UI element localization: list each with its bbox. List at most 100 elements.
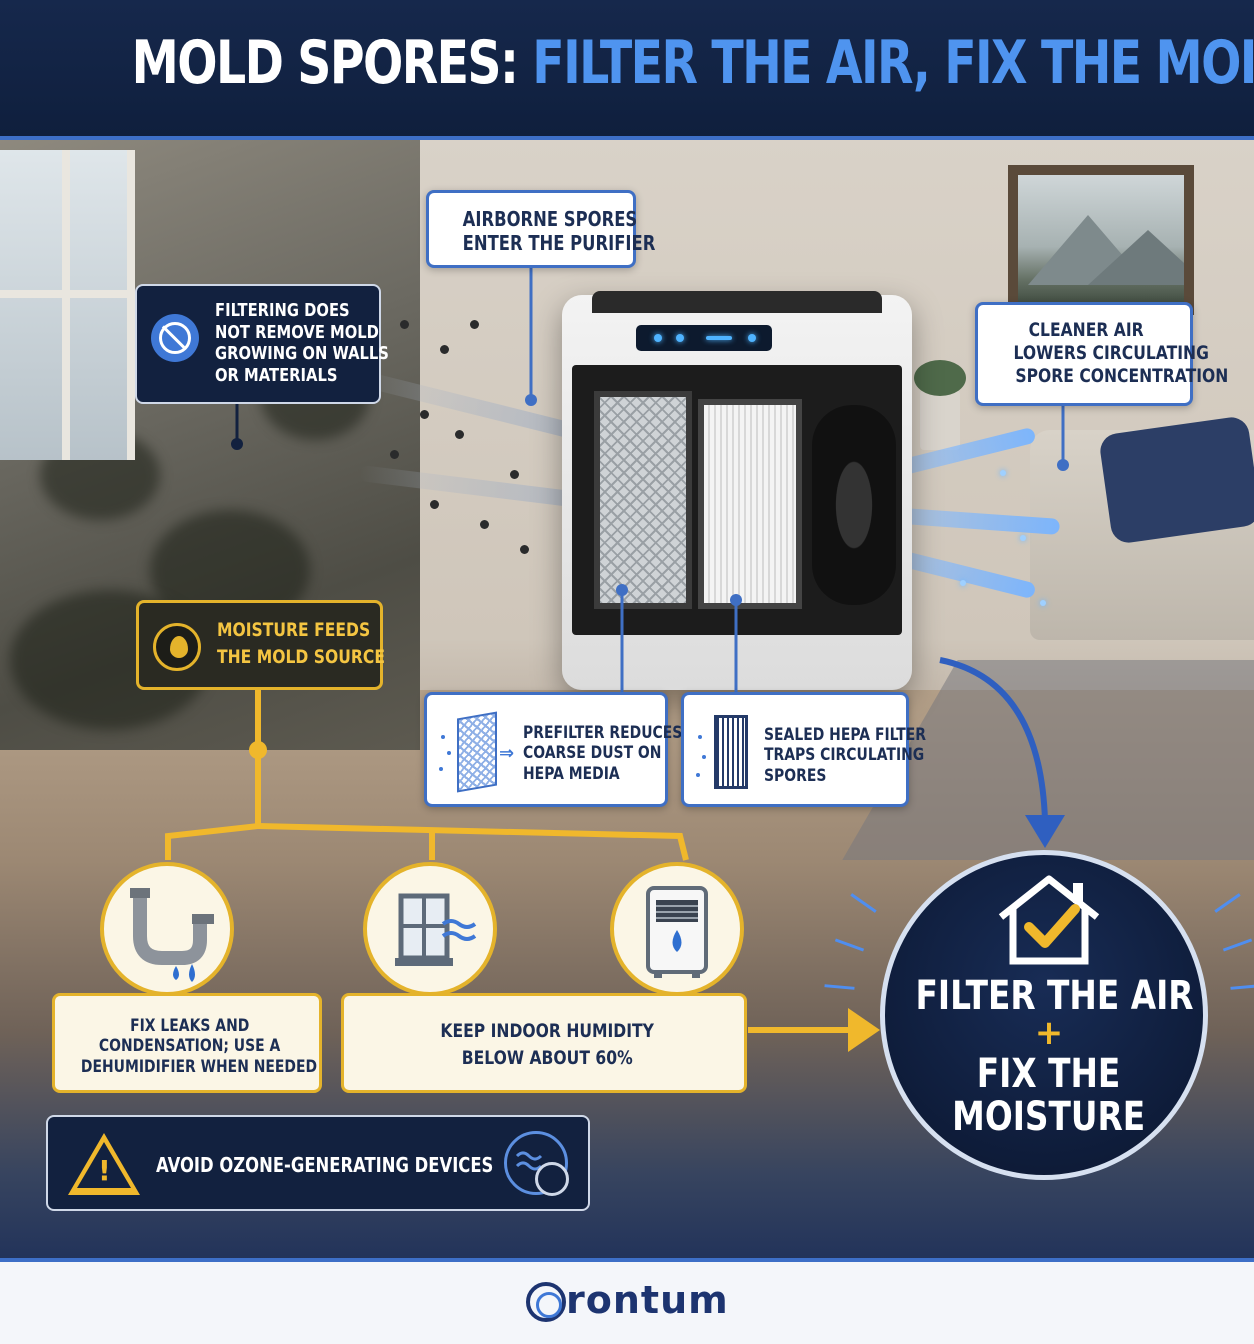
timer-indicator-icon bbox=[748, 334, 756, 342]
page-title: MOLD SPORES: FILTER THE AIR, FIX THE MOI… bbox=[131, 28, 1254, 98]
prefilter-icon bbox=[457, 711, 497, 793]
footer: rontum bbox=[0, 1258, 1254, 1344]
callout-text: MOISTURE FEEDS bbox=[217, 619, 371, 641]
spore bbox=[420, 410, 429, 419]
action-text: BELOW ABOUT 60% bbox=[461, 1046, 633, 1069]
arrow-icon: ⇒ bbox=[499, 743, 515, 764]
callout-text: SPORE CONCENTRATION bbox=[1015, 364, 1229, 387]
flow-arrow-to-badge bbox=[939, 657, 1048, 821]
fan bbox=[812, 405, 896, 605]
callout-airborne-spores: AIRBORNE SPORES ENTER THE PURIFIER bbox=[426, 190, 656, 268]
spore-dot bbox=[698, 735, 702, 739]
callout-hepa-filter: SEALED HEPA FILTER TRAPS CIRCULATING SPO… bbox=[681, 692, 926, 807]
window bbox=[0, 150, 135, 460]
warning-text: AVOID OZONE-GENERATING DEVICES bbox=[156, 1153, 494, 1177]
window-airflow-icon bbox=[363, 862, 497, 996]
house-check-icon bbox=[998, 875, 1100, 965]
yellow-connector bbox=[257, 823, 689, 861]
clean-particle bbox=[1020, 535, 1026, 541]
header-banner: MOLD SPORES: FILTER THE AIR, FIX THE MOI… bbox=[0, 0, 1254, 140]
connector-dot bbox=[1057, 459, 1069, 471]
connector-dot bbox=[525, 394, 537, 406]
callout-text: ENTER THE PURIFIER bbox=[462, 231, 656, 255]
callout-text: PREFILTER REDUCES bbox=[523, 723, 683, 743]
arrowhead-to-badge bbox=[848, 1008, 880, 1052]
summary-badge: FILTER THE AIR + FIX THE MOISTURE bbox=[880, 850, 1208, 1180]
callout-text: NOT REMOVE MOLD bbox=[215, 321, 379, 343]
connector-dot bbox=[730, 594, 742, 606]
pipe-leak-icon bbox=[100, 862, 234, 996]
spore bbox=[510, 470, 519, 479]
action-text: KEEP INDOOR HUMIDITY bbox=[440, 1020, 654, 1042]
badge-line-3: MOISTURE bbox=[952, 1094, 1146, 1141]
action-fix-leaks: FIX LEAKS AND CONDENSATION; USE A DEHUMI… bbox=[52, 993, 322, 1093]
mode-indicator-icon bbox=[676, 334, 684, 342]
flow-arrowhead bbox=[1025, 815, 1065, 848]
clean-particle bbox=[1000, 470, 1006, 476]
control-panel bbox=[636, 325, 772, 351]
callout-cleaner-air: CLEANER AIR LOWERS CIRCULATING SPORE CON… bbox=[975, 302, 1228, 406]
spore bbox=[480, 520, 489, 529]
callout-text: THE MOLD SOURCE bbox=[217, 645, 385, 668]
spore bbox=[390, 450, 399, 459]
dust-dot bbox=[447, 751, 451, 755]
power-indicator-icon bbox=[654, 334, 662, 342]
purifier-top-grille bbox=[592, 291, 882, 313]
callout-text: SPORES bbox=[764, 765, 827, 786]
water-drop-icon bbox=[153, 623, 201, 671]
yellow-connector bbox=[165, 690, 261, 860]
plant bbox=[914, 360, 966, 450]
title-part-1: MOLD SPORES: bbox=[131, 28, 519, 98]
callout-moisture-source: MOISTURE FEEDS THE MOLD SOURCE bbox=[136, 600, 385, 690]
spore bbox=[400, 320, 409, 329]
callout-text: COARSE DUST ON bbox=[523, 743, 662, 764]
badge-line-1: FILTER THE AIR bbox=[915, 973, 1194, 1019]
wall-picture bbox=[1008, 165, 1194, 315]
dust-dot bbox=[441, 735, 445, 739]
action-keep-humidity: KEEP INDOOR HUMIDITY BELOW ABOUT 60% bbox=[341, 993, 747, 1093]
hepa-filter bbox=[698, 399, 802, 609]
callout-text: AIRBORNE SPORES bbox=[462, 207, 638, 231]
clean-particle bbox=[1040, 600, 1046, 606]
badge-line-2: FIX THE bbox=[977, 1051, 1121, 1097]
warning-avoid-ozone: ! AVOID OZONE-GENERATING DEVICES bbox=[46, 1115, 590, 1211]
connector-dot bbox=[231, 438, 243, 450]
spore bbox=[455, 430, 464, 439]
action-text: CONDENSATION; USE A bbox=[99, 1036, 281, 1057]
dust-dot bbox=[439, 767, 443, 771]
warning-icon-inner bbox=[77, 1142, 131, 1188]
dehumidifier-graphic bbox=[646, 886, 708, 978]
spore bbox=[470, 320, 479, 329]
callout-filtering-limit: FILTERING DOES NOT REMOVE MOLD GROWING O… bbox=[135, 284, 389, 404]
callout-prefilter: ⇒ PREFILTER REDUCES COARSE DUST ON HEPA … bbox=[424, 692, 682, 807]
display-bar bbox=[706, 336, 732, 340]
callout-text: FILTERING DOES bbox=[215, 300, 350, 321]
no-ozone-icon bbox=[504, 1131, 569, 1196]
yellow-node bbox=[249, 741, 267, 759]
warning-icon-mark: ! bbox=[98, 1154, 111, 1187]
spore bbox=[440, 345, 449, 354]
callout-text: OR MATERIALS bbox=[215, 364, 338, 386]
connector-dot bbox=[616, 584, 628, 596]
frontum-logo-icon bbox=[526, 1282, 566, 1322]
action-text: FIX LEAKS AND bbox=[130, 1016, 250, 1036]
prefilter-panel bbox=[594, 391, 692, 609]
ban-icon bbox=[151, 314, 199, 362]
hepa-filter-icon bbox=[714, 715, 748, 789]
brand-wordmark[interactable]: rontum bbox=[566, 1278, 729, 1322]
spore-dot bbox=[702, 755, 706, 759]
ozone-waves bbox=[515, 1151, 543, 1171]
spore bbox=[520, 545, 529, 554]
window-graphic bbox=[395, 893, 477, 966]
badge-plus: + bbox=[1034, 1013, 1064, 1053]
spore bbox=[430, 500, 439, 509]
callout-text: CLEANER AIR bbox=[1028, 319, 1144, 341]
dehumidifier-icon bbox=[610, 862, 744, 996]
spore-dot bbox=[696, 773, 700, 777]
title-part-2: FILTER THE AIR, FIX THE MOISTURE bbox=[532, 28, 1254, 98]
callout-text: HEPA MEDIA bbox=[523, 763, 620, 784]
callout-text: TRAPS CIRCULATING bbox=[764, 745, 925, 766]
clean-particle bbox=[960, 580, 966, 586]
